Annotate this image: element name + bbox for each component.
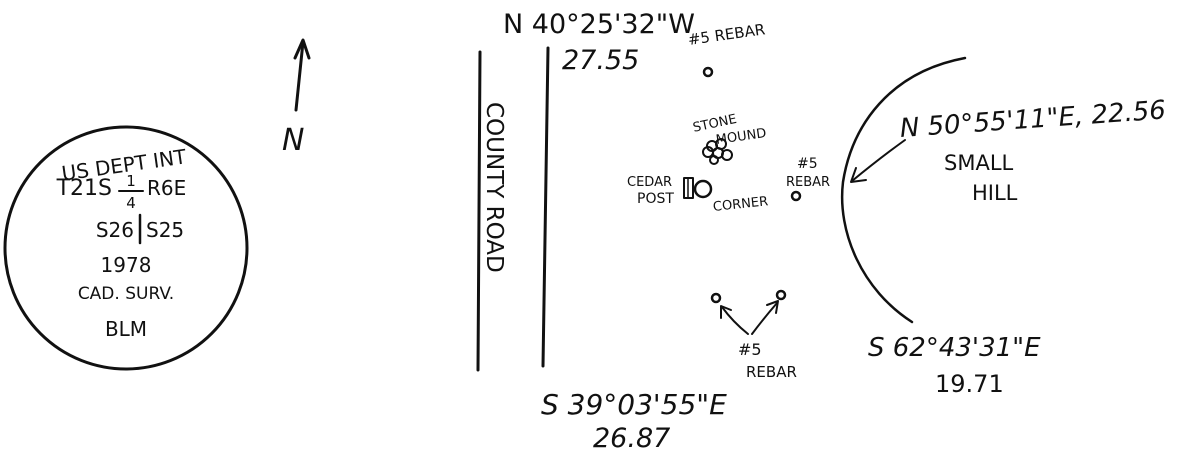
- rebar-right-marker: [790, 190, 802, 202]
- rebar-bottom-right-marker: [775, 289, 787, 301]
- seal-section-left: S26: [96, 218, 134, 242]
- rebar-right-label-2: REBAR: [786, 175, 830, 190]
- seal-range: R6E: [147, 176, 186, 200]
- corner-label: CORNER: [712, 194, 769, 215]
- cedar-post-label-2: POST: [637, 191, 674, 207]
- distance-south: 26.87: [593, 423, 670, 451]
- small-hill-outline: [840, 56, 967, 324]
- seal-survey: CAD. SURV.: [78, 284, 174, 304]
- seal-year: 1978: [101, 253, 152, 277]
- rebar-bottom-left-pointer: [721, 306, 749, 335]
- rebar-bottom-left-marker: [710, 292, 722, 304]
- rebar-bottom-right-arrowhead-icon: [766, 300, 779, 314]
- seal-township: T21S: [56, 176, 112, 201]
- north-arrow-head-icon: [293, 38, 311, 60]
- rebar-top-label: #5 REBAR: [687, 20, 767, 49]
- rebar-top-marker: [702, 66, 714, 78]
- cedar-post-icon: [683, 177, 694, 199]
- bearing-se-hill: S 62°43'31"E: [868, 333, 1041, 363]
- small-hill-label-1: SMALL: [944, 151, 1014, 175]
- rebar-bottom-label-1: #5: [738, 340, 762, 359]
- road-edge-east: [541, 46, 550, 368]
- seal-section-right: S25: [146, 218, 184, 242]
- bearing-ne-leader: [851, 139, 906, 182]
- rebar-right-label-1: #5: [797, 156, 818, 172]
- brass-cap-seal: US DEPT INT T21S 1 4 R6E S26 S25 1978 CA…: [3, 125, 249, 371]
- rebar-bottom-left-arrowhead-icon: [720, 305, 732, 319]
- seal-fraction-den: 4: [126, 194, 136, 212]
- distance-nw: 27.55: [562, 45, 639, 76]
- road-edge-west: [476, 50, 482, 372]
- seal-circle: [3, 125, 249, 371]
- bearing-south: S 39°03'55"E: [541, 388, 727, 421]
- bearing-ne-arrowhead-icon: [850, 167, 867, 183]
- road-label: COUNTY ROAD: [481, 102, 507, 273]
- bearing-nw: N 40°25'32"W: [503, 9, 695, 40]
- stone-mound-label-2: MOUND: [715, 126, 767, 148]
- county-road: COUNTY ROAD: [476, 46, 550, 372]
- cedar-post-label-1: CEDAR: [627, 175, 672, 190]
- north-arrow: N: [282, 38, 311, 158]
- corner-monument-marker: [693, 179, 713, 199]
- small-hill-label-2: HILL: [972, 181, 1018, 205]
- north-arrow-shaft: [294, 40, 305, 112]
- rebar-bottom-label-2: REBAR: [746, 363, 797, 381]
- rebar-bottom-right-pointer: [751, 302, 778, 335]
- stone-mound-icon: [702, 138, 733, 165]
- north-arrow-label: N: [282, 123, 304, 158]
- distance-se-hill: 19.71: [935, 370, 1004, 398]
- seal-fraction-num: 1: [126, 172, 136, 190]
- bearing-ne: N 50°55'11"E, 22.56: [899, 95, 1167, 144]
- seal-agency: BLM: [105, 317, 147, 341]
